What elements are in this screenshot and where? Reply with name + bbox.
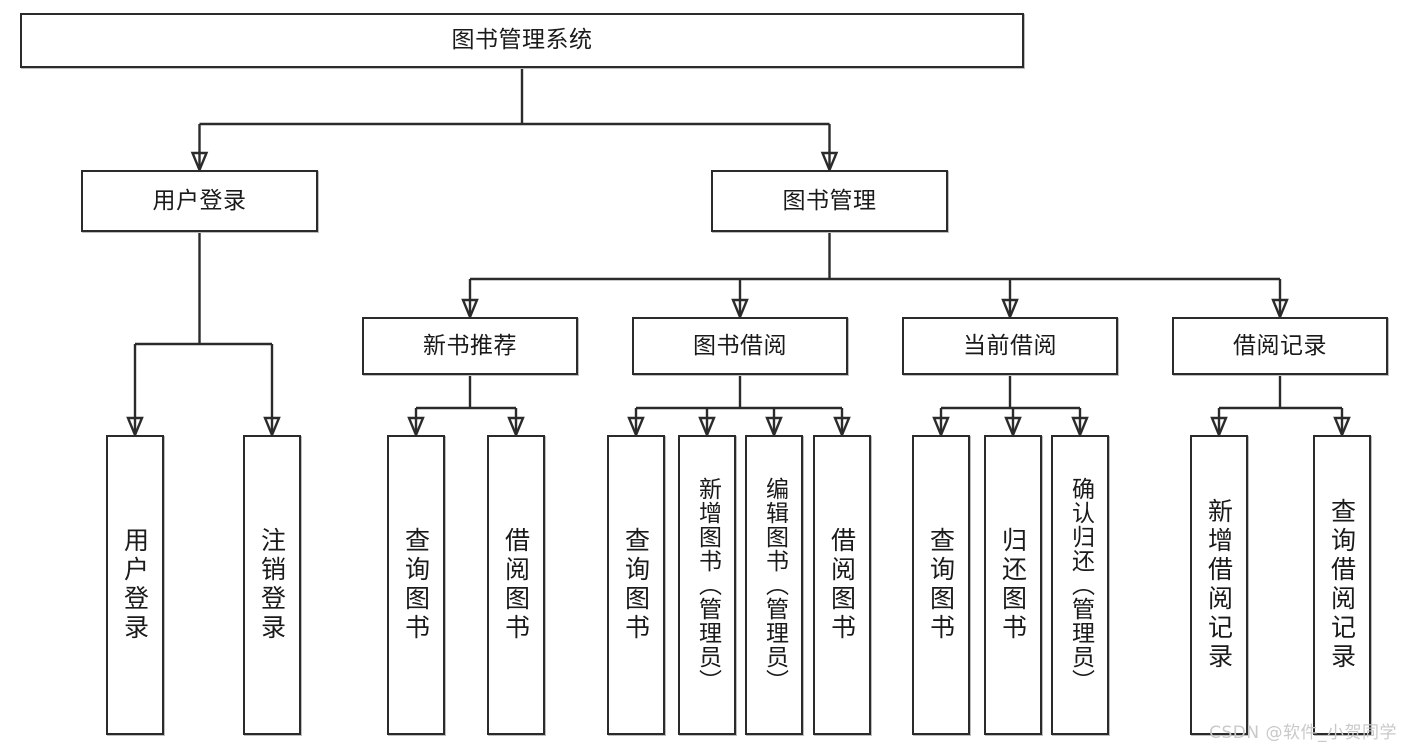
node-leaf-edit-book[interactable]: 编辑图书（管理员） <box>745 435 803 735</box>
node-label-leaf-query-book-3: 查询图书 <box>926 527 956 643</box>
node-leaf-confirm-return[interactable]: 确认归还（管理员） <box>1051 435 1109 735</box>
arrow-head-user-login <box>190 151 209 174</box>
node-label-current-borrow: 当前借阅 <box>963 332 1057 359</box>
node-label-book-borrow: 图书借阅 <box>693 332 787 359</box>
arrow-head-leaf-query-book-1 <box>407 416 425 439</box>
node-leaf-user-logout[interactable]: 注销登录 <box>243 435 301 735</box>
node-root[interactable]: 图书管理系统 <box>20 13 1024 68</box>
node-leaf-query-record[interactable]: 查询借阅记录 <box>1313 435 1371 735</box>
node-current-borrow[interactable]: 当前借阅 <box>902 317 1118 375</box>
node-label-leaf-query-book-2: 查询图书 <box>621 527 651 643</box>
node-leaf-add-record[interactable]: 新增借阅记录 <box>1190 435 1248 735</box>
node-label-leaf-query-record: 查询借阅记录 <box>1327 498 1357 672</box>
node-book-borrow[interactable]: 图书借阅 <box>632 317 848 375</box>
node-label-root: 图书管理系统 <box>451 27 593 54</box>
node-leaf-borrow-book-2[interactable]: 借阅图书 <box>813 435 871 735</box>
node-user-login[interactable]: 用户登录 <box>81 170 318 232</box>
watermark-text: CSDN @软件_小贺同学 <box>1209 723 1397 743</box>
node-label-leaf-edit-book: 编辑图书（管理员） <box>761 477 788 693</box>
node-leaf-add-book[interactable]: 新增图书（管理员） <box>678 435 736 735</box>
node-label-leaf-confirm-return: 确认归还（管理员） <box>1067 477 1094 693</box>
arrow-head-leaf-borrow-book-2 <box>833 416 851 439</box>
node-label-borrow-record: 借阅记录 <box>1233 332 1327 359</box>
node-leaf-return-book[interactable]: 归还图书 <box>984 435 1042 735</box>
node-book-manage[interactable]: 图书管理 <box>711 170 948 232</box>
arrow-head-leaf-confirm-return <box>1071 416 1089 439</box>
node-leaf-query-book-2[interactable]: 查询图书 <box>607 435 665 735</box>
arrow-head-leaf-add-book <box>698 416 716 439</box>
node-leaf-query-book-1[interactable]: 查询图书 <box>387 435 445 735</box>
arrow-head-leaf-query-book-3 <box>932 416 950 439</box>
arrow-head-leaf-add-record <box>1210 416 1228 439</box>
arrow-head-leaf-user-login <box>126 416 144 439</box>
node-label-leaf-query-book-1: 查询图书 <box>401 527 431 643</box>
node-label-leaf-borrow-book-2: 借阅图书 <box>827 527 857 643</box>
node-label-book-manage: 图书管理 <box>782 187 877 214</box>
arrow-head-leaf-edit-book <box>765 416 783 439</box>
arrow-head-current-borrow <box>1001 298 1019 321</box>
node-new-book-rec[interactable]: 新书推荐 <box>362 317 578 375</box>
node-label-leaf-add-record: 新增借阅记录 <box>1204 498 1234 672</box>
node-label-leaf-user-logout: 注销登录 <box>257 527 287 643</box>
arrow-head-book-borrow <box>731 298 749 321</box>
node-label-leaf-borrow-book-1: 借阅图书 <box>501 527 531 643</box>
arrow-head-book-manage <box>820 151 839 174</box>
node-label-new-book-rec: 新书推荐 <box>423 332 517 359</box>
node-label-user-login: 用户登录 <box>152 187 247 214</box>
node-leaf-query-book-3[interactable]: 查询图书 <box>912 435 970 735</box>
arrow-head-new-book-rec <box>461 298 479 321</box>
node-label-leaf-return-book: 归还图书 <box>998 527 1028 643</box>
arrow-head-leaf-borrow-book-1 <box>507 416 525 439</box>
node-label-leaf-add-book: 新增图书（管理员） <box>694 477 721 693</box>
node-borrow-record[interactable]: 借阅记录 <box>1172 317 1388 375</box>
arrow-head-leaf-query-book-2 <box>627 416 645 439</box>
arrow-head-borrow-record <box>1271 298 1289 321</box>
node-leaf-borrow-book-1[interactable]: 借阅图书 <box>487 435 545 735</box>
arrow-head-leaf-return-book <box>1004 416 1022 439</box>
arrow-head-leaf-query-record <box>1333 416 1351 439</box>
node-leaf-user-login[interactable]: 用户登录 <box>106 435 164 735</box>
node-label-leaf-user-login: 用户登录 <box>120 527 150 643</box>
arrow-head-leaf-user-logout <box>263 416 281 439</box>
